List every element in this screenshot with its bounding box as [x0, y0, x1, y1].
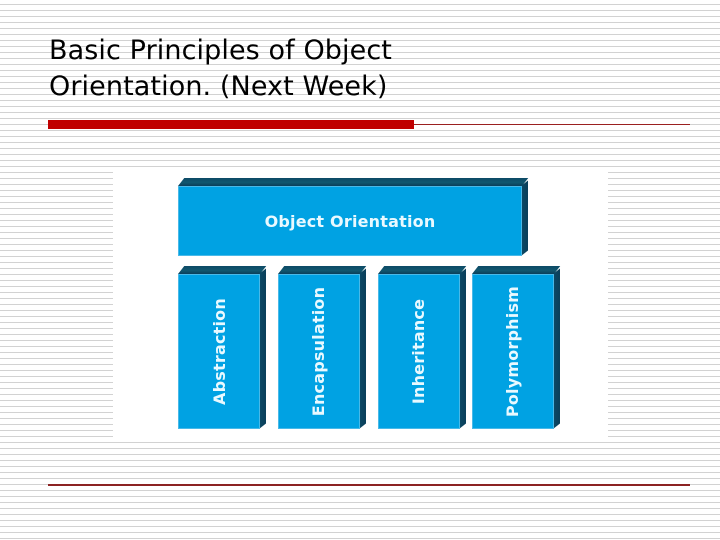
box-top-face — [178, 178, 529, 186]
box-side-face — [259, 268, 266, 429]
box-label-object-orientation: Object Orientation — [178, 186, 522, 256]
diagram-box-inheritance: Inheritance — [378, 266, 467, 429]
page-title: Basic Principles of Object Orientation. … — [49, 33, 609, 105]
box-front-face: Polymorphism — [472, 274, 554, 429]
box-top-face — [378, 266, 467, 274]
box-label-polymorphism: Polymorphism — [503, 285, 523, 418]
box-label-inheritance: Inheritance — [409, 298, 429, 405]
box-label-encapsulation: Encapsulation — [309, 286, 329, 417]
diagram-box-polymorphism: Polymorphism — [472, 266, 561, 429]
object-orientation-diagram: Object Orientation Abstraction Encapsula… — [113, 168, 608, 438]
footer-rule — [48, 484, 690, 486]
diagram-box-abstraction: Abstraction — [178, 266, 267, 429]
box-label-abstraction: Abstraction — [209, 298, 229, 405]
diagram-box-encapsulation: Encapsulation — [278, 266, 367, 429]
page-title-line-2: Orientation. (Next Week) — [49, 71, 388, 102]
box-front-face: Abstraction — [178, 274, 260, 429]
box-top-face — [278, 266, 367, 274]
box-front-face: Inheritance — [378, 274, 460, 429]
box-side-face — [553, 268, 560, 429]
box-top-face — [178, 266, 267, 274]
page-title-line-1: Basic Principles of Object — [49, 35, 392, 66]
box-side-face — [521, 180, 528, 256]
diagram-box-object-orientation: Object Orientation — [178, 178, 529, 256]
box-front-face: Encapsulation — [278, 274, 360, 429]
title-accent-bar — [48, 120, 414, 129]
box-side-face — [359, 268, 366, 429]
box-top-face — [472, 266, 561, 274]
box-side-face — [459, 268, 466, 429]
